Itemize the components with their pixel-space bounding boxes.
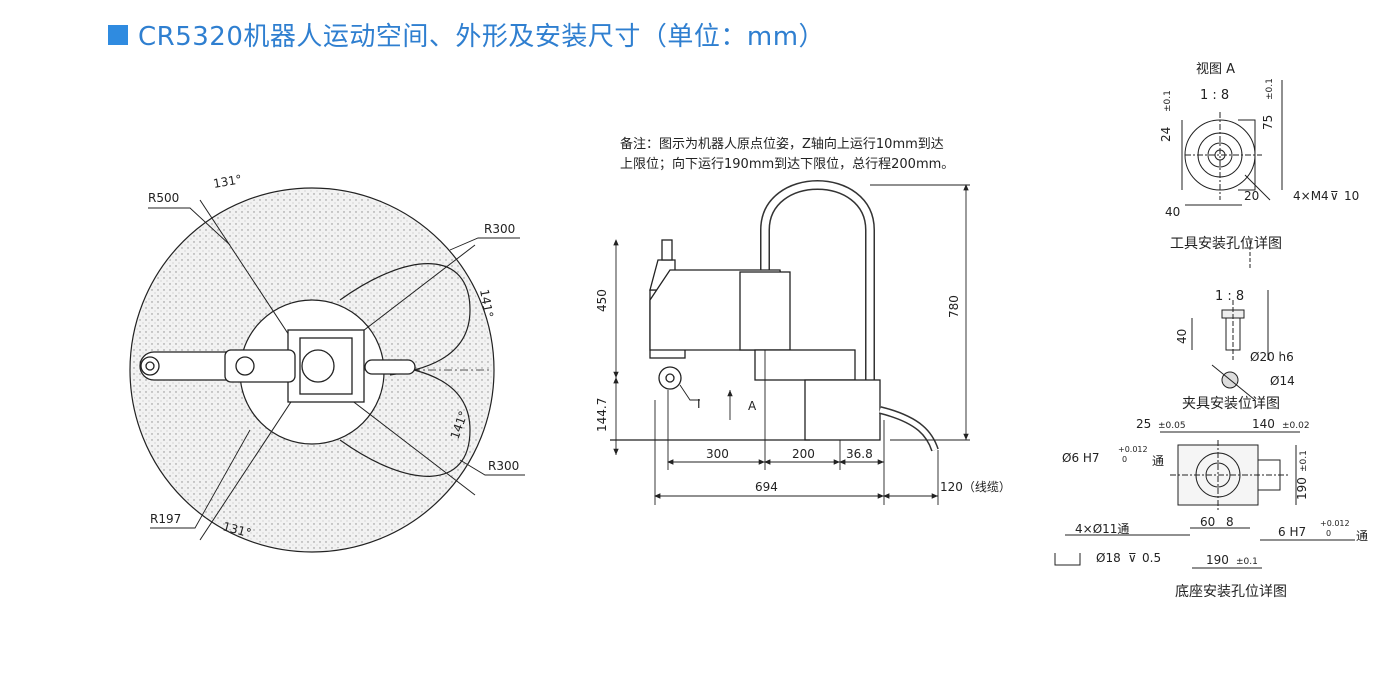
label-r500: R500 [148,191,179,205]
label-i: I [697,397,701,411]
base-depth-icon: ⊽ [1128,551,1137,565]
dim-368: 36.8 [846,447,873,461]
view-a-title: 视图 A [1196,62,1235,77]
leader-r300-top [449,237,520,251]
view-a-dim-75-tol: ±0.1 [1265,78,1275,100]
view-a-dim-40: 40 [1165,205,1180,219]
base-dim-25-tol: ±0.05 [1158,421,1186,431]
base-through-left: 通 [1152,454,1164,468]
view-a-dim-20: 20 [1244,189,1259,203]
base-dim-60: 60 [1200,515,1215,529]
view-a-thread: 4×M4 [1293,189,1329,203]
page-title: CR5320机器人运动空间、外形及安装尺寸（单位：mm） [108,16,825,53]
base-dim-8: 8 [1226,515,1234,529]
view-a-scale: 1 : 8 [1200,88,1229,103]
dim-200: 200 [792,447,815,461]
leader-r500 [148,207,231,246]
view-a-depth-icon: ⊽ [1330,189,1339,203]
label-r300-bottom: R300 [488,459,519,473]
base-tol-upper-right: +0.012 [1320,519,1350,528]
dim-450: 450 [595,289,609,312]
robot-side-view [610,180,939,452]
base-through-right: 通 [1356,529,1368,543]
view-i-dia-14: Ø14 [1270,374,1295,388]
base-caption: 底座安装孔位详图 [1175,584,1287,600]
dim-300: 300 [706,447,729,461]
base-dim-140-tol: ±0.02 [1282,421,1310,431]
view-i-drawing [1191,290,1269,401]
base-counterbore-depth: 0.5 [1142,551,1161,565]
label-angle-141-top: 141° [477,288,496,319]
base-dim-190-v: 190 [1295,477,1309,500]
base-dim-190-v-tol: ±0.1 [1299,450,1309,472]
dim-694: 694 [755,480,778,494]
view-i-caption: 夹具安装位详图 [1182,396,1280,412]
base-dim-140: 140 [1252,417,1275,431]
workspace-r300-arc-top [339,263,471,376]
dim-120-cable: 120（线缆） [940,480,1011,494]
base-holes: 4×Ø11通 [1075,522,1129,536]
label-r300-top: R300 [484,222,515,236]
base-tol-upper-left: +0.012 [1118,445,1148,454]
label-r197: R197 [150,512,181,526]
view-a-dim-75: 75 [1261,115,1275,130]
view-a-thread-depth: 10 [1344,189,1359,203]
dim-1447: 144.7 [595,398,609,432]
view-a-caption: 工具安装孔位详图 [1170,236,1282,252]
side-dimensions [613,184,970,505]
workspace-r300-arc-bottom [339,364,471,477]
base-tol-lower-right: 0 [1326,529,1331,538]
view-i-dim-40: 40 [1175,329,1189,344]
base-dim-190-h: 190 [1206,553,1229,567]
view-a-dim-24-tol: ±0.1 [1163,90,1173,112]
view-i-dia-20: Ø20 h6 [1250,350,1294,364]
label-angle-131-top: 131° [212,172,243,191]
base-drawing [1054,431,1355,569]
robot-arm-top [139,329,416,403]
view-a-dim-24: 24 [1159,127,1173,142]
base-dim-190-h-tol: ±0.1 [1236,557,1258,567]
view-i-scale: 1 : 8 [1215,289,1244,304]
note-line-2: 上限位；向下运行190mm到达下限位，总行程200mm。 [620,156,954,172]
base-counterbore: Ø18 [1096,551,1121,565]
view-a-drawing [1181,80,1283,268]
base-tol-lower-left: 0 [1122,455,1127,464]
note-line-1: 备注：图示为机器人原点位姿，Z轴向上运行10mm到达 [620,136,944,152]
base-dim-25: 25 [1136,417,1151,431]
page-title-text: CR5320机器人运动空间、外形及安装尺寸（单位：mm） [138,22,826,52]
dim-780: 780 [947,295,961,318]
label-a: A [748,399,757,413]
workspace-diagram [129,187,525,553]
title-square-icon [108,24,128,45]
base-dia-6-right: 6 H7 [1278,525,1306,539]
base-dia-6-left: Ø6 H7 [1062,451,1100,465]
leader-r197 [150,429,251,529]
leader-r300-bottom [459,459,525,476]
